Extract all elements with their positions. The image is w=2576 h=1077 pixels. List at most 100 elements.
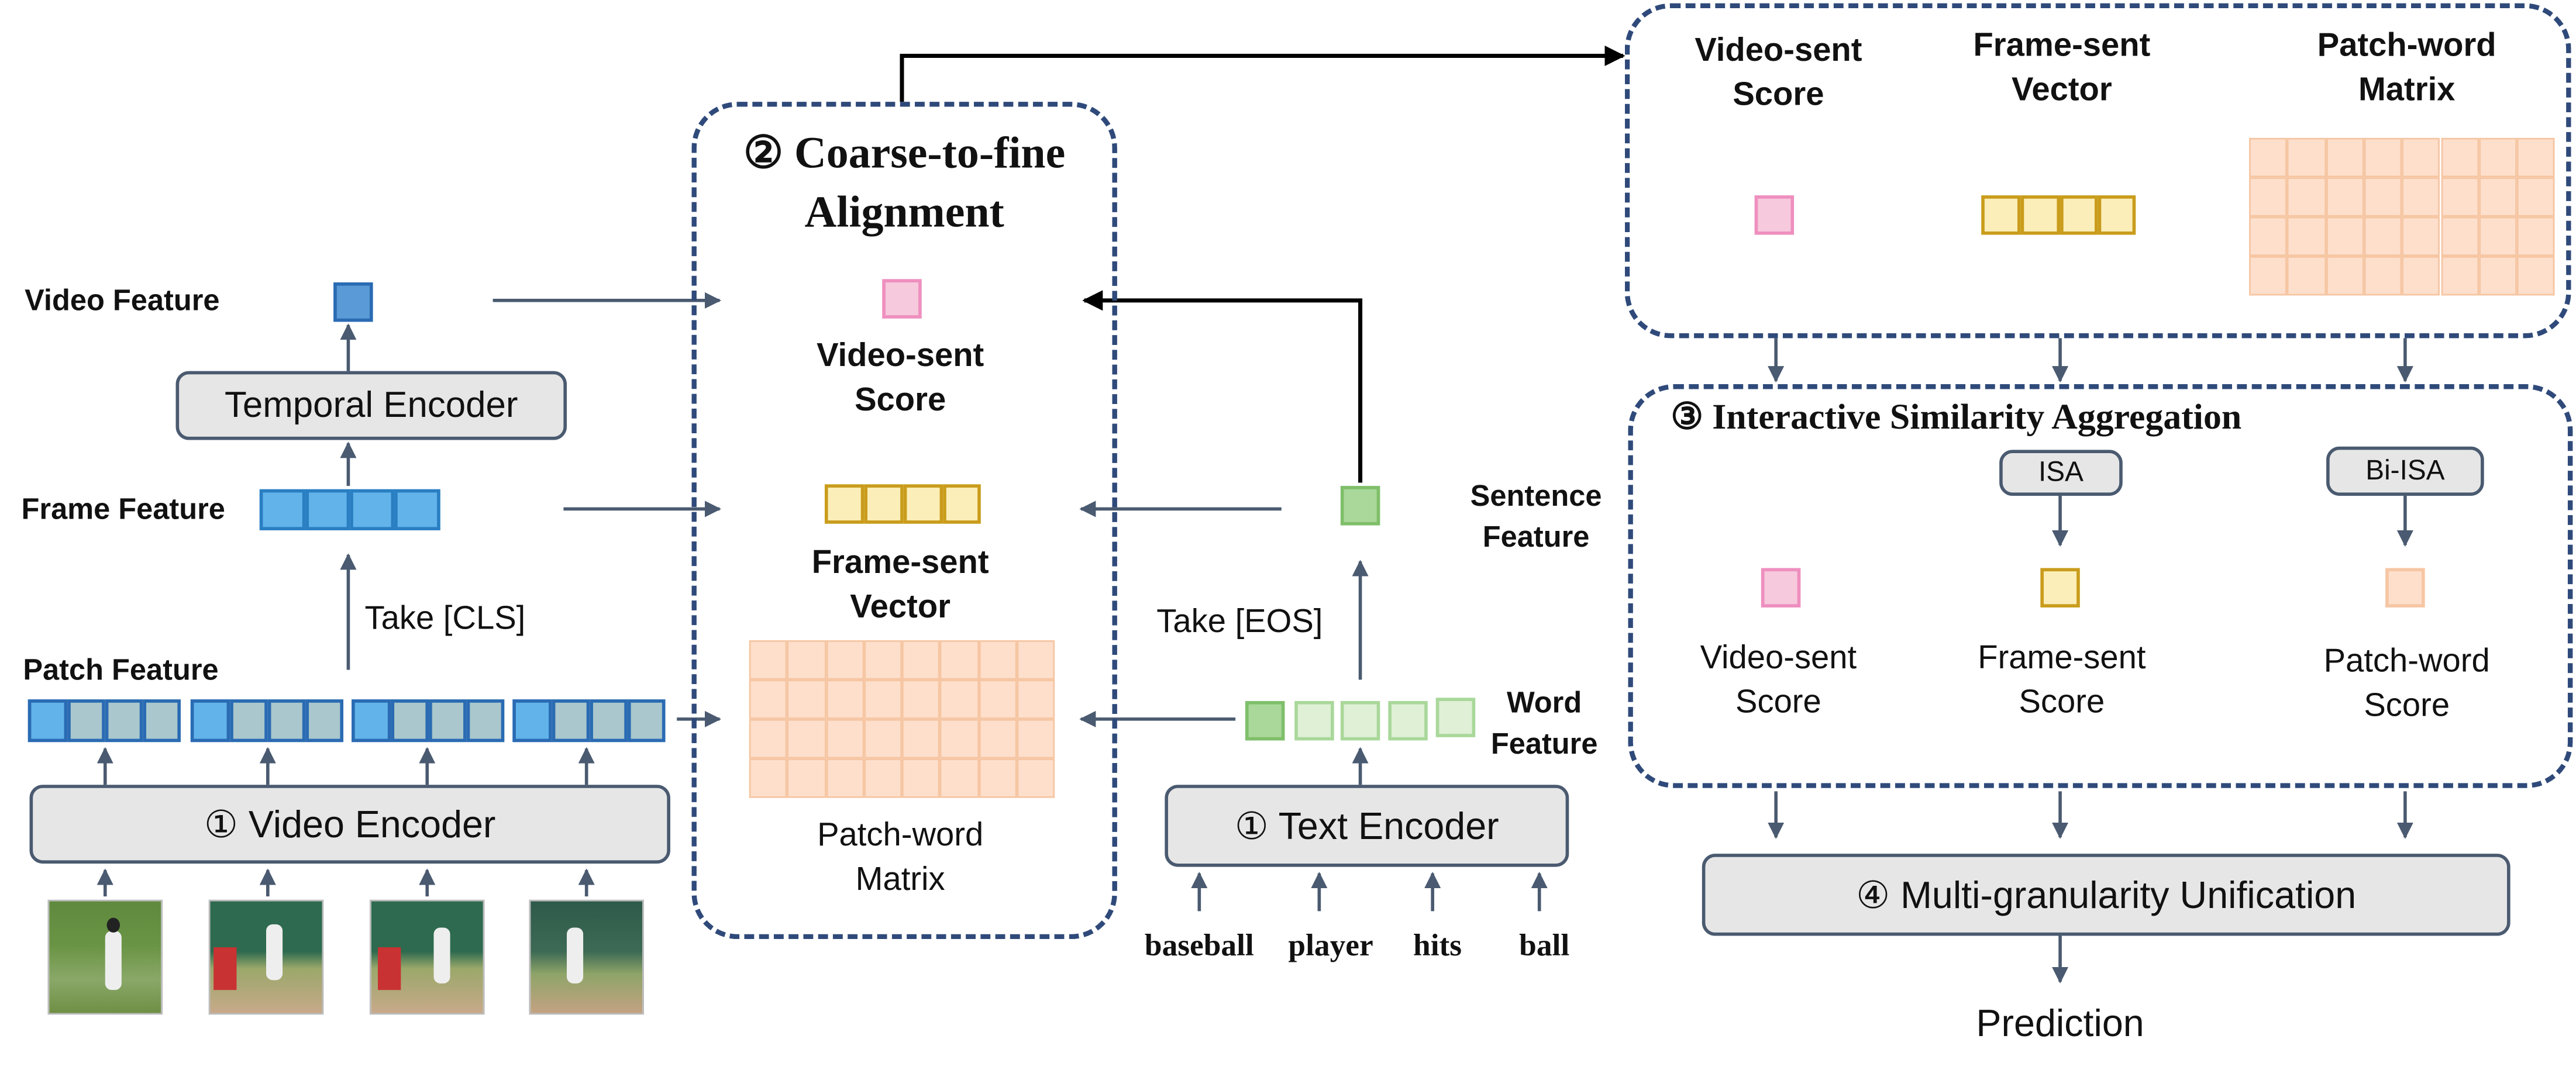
matrix-cell [2249,137,2288,178]
video-feature-cell [333,282,373,322]
matrix-cell [2402,137,2441,178]
matrix-cell [1016,640,1055,680]
word-feature-label-2: Feature [1490,727,1598,761]
word-feature-label-1: Word [1506,686,1582,719]
center-video-sent-label-2: Score [855,382,946,419]
center-video-sent-label-1: Video-sent [817,338,984,375]
matrix-cell [940,679,979,719]
word-token: hits [1413,929,1462,964]
matrix-cell [863,640,902,680]
text-encoder-label: ① Text Encoder [1234,803,1499,847]
unification-label: ④ Multi-granularity Unification [1856,872,2357,916]
video-sent-score-cell [882,279,922,319]
sentence-feature-label-2: Feature [1482,520,1590,554]
matrix-cell [825,640,864,680]
matrix-cell [2287,177,2326,217]
take-eos-label: Take [EOS] [1156,604,1323,641]
matrix-cell [2249,177,2288,217]
video-feature-label: Video Feature [25,284,220,317]
matrix-cell [787,679,826,719]
matrix-cell [749,640,788,680]
word-token: player [1288,929,1373,964]
matrix-cell [978,719,1017,759]
matrix-cell [2287,216,2326,257]
matrix-cell [2249,256,2288,296]
video-frame-thumbnail [208,899,324,1015]
matrix-cell [863,679,902,719]
center-patch-word-label-2: Matrix [855,862,945,898]
alignment-title-line1: ② Coarse-to-fine [743,128,1066,178]
take-cls-label: Take [CLS] [364,600,526,637]
bi-isa-label: Bi-ISA [2365,454,2445,486]
matrix-cell [2517,137,2556,178]
matrix-cell [1016,679,1055,719]
frame-feature-label: Frame Feature [21,492,225,526]
frame-feature-cell [394,489,440,530]
matrix-cell [2364,137,2402,178]
matrix-cell [2364,177,2402,217]
matrix-cell [825,719,864,759]
matrix-cell [2364,216,2402,257]
matrix-cell [825,679,864,719]
temporal-encoder-label: Temporal Encoder [224,384,518,426]
matrix-cell [901,758,941,798]
video-encoder-label: ① Video Encoder [204,802,496,845]
matrix-cell [2325,137,2364,178]
matrix-cell [2440,177,2479,217]
video-frame-thumbnail [529,899,644,1015]
matrix-cell [2440,137,2479,178]
center-patch-word-label-1: Patch-word [817,817,984,854]
matrix-cell [901,719,941,759]
top-frame-sent-label-2: Vector [2011,72,2112,109]
matrix-cell [2402,216,2441,257]
word-token: baseball [1144,929,1254,964]
isa-video-sent-label-1: Video-sent [1700,640,1857,676]
top-patch-word-label-1: Patch-word [2317,27,2496,64]
matrix-cell [2478,177,2518,217]
isa-frame-sent-label-2: Score [2019,684,2105,721]
temporal-encoder-box: Temporal Encoder [175,371,567,440]
isa-box: ISA [1999,450,2123,496]
isa-panel-title: ③ Interactive Similarity Aggregation [1671,395,2242,437]
matrix-cell [2478,256,2518,296]
top-video-sent-label-2: Score [1733,77,1824,113]
matrix-cell [940,758,979,798]
matrix-cell [978,679,1017,719]
word-token: ball [1519,929,1570,964]
frame-feature-cell [259,489,306,530]
matrix-cell [2517,177,2556,217]
video-encoder-box: ① Video Encoder [29,785,670,864]
video-frame-thumbnail [47,899,163,1015]
matrix-cell [901,679,941,719]
matrix-cell [2517,216,2556,257]
center-frame-sent-label-1: Frame-sent [811,545,989,582]
sentence-feature-label-1: Sentence [1470,479,1602,513]
matrix-cell [978,640,1017,680]
isa-patch-word-label-2: Score [2364,688,2450,724]
patch-feature-label: Patch Feature [23,653,219,686]
matrix-cell [901,640,941,680]
isa-video-sent-label-2: Score [1735,684,1821,721]
isa-patch-word-label-1: Patch-word [2323,643,2490,680]
text-encoder-box: ① Text Encoder [1165,785,1569,867]
coarse-to-fine-alignment-panel [691,102,1117,940]
frame-feature-cell [305,489,350,530]
center-frame-sent-label-2: Vector [850,589,951,626]
isa-label: ISA [2038,456,2083,488]
matrix-cell [2249,216,2288,257]
matrix-cell [940,640,979,680]
matrix-cell [2402,256,2441,296]
alignment-title-line2: Alignment [804,187,1004,237]
matrix-cell [749,719,788,759]
matrix-cell [825,758,864,798]
bi-isa-box: Bi-ISA [2326,446,2484,496]
frame-feature-cell [350,489,395,530]
isa-frame-sent-score-cell [2040,568,2080,607]
multi-granularity-unification-box: ④ Multi-granularity Unification [1702,854,2510,936]
top-patch-word-label-2: Matrix [2358,72,2456,109]
matrix-cell [940,719,979,759]
matrix-cell [2478,216,2518,257]
matrix-cell [1016,758,1055,798]
similarity-outputs-panel [1624,3,2571,339]
sentence-feature-cell [1340,486,1380,526]
